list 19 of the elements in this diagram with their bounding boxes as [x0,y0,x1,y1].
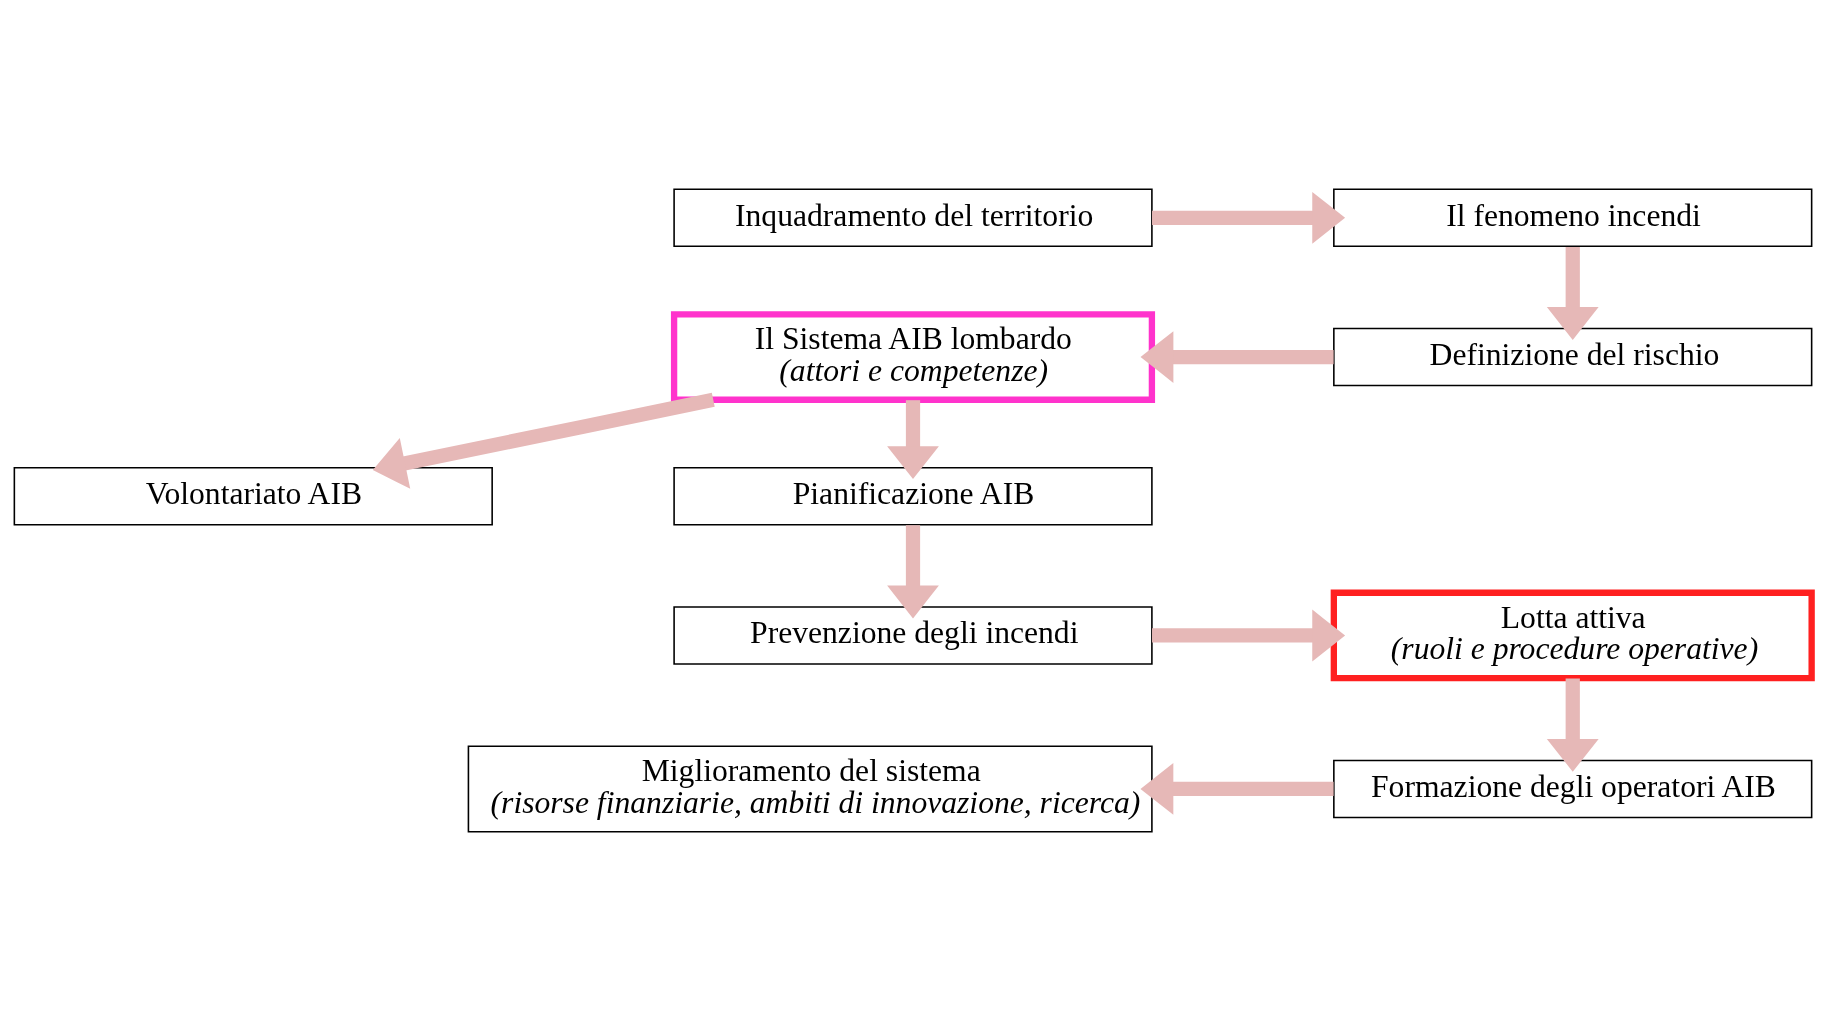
node-box: Il fenomeno incendi [1333,188,1813,248]
node-box: Pianificazione AIB [673,467,1153,526]
node-box: Il Sistema AIB lombardo (attori e competenze) [670,311,1156,403]
arrow [1140,763,1334,815]
arrow [1140,331,1334,383]
node-box: Formazione degli operatori AIB [1333,759,1813,819]
arrow [1152,191,1346,244]
arrow [1546,246,1599,340]
arrow [887,525,939,619]
node-box: Prevenzione degli incendi [673,606,1153,665]
arrow [372,392,715,489]
node-box: Inquadramento del territorio [673,188,1153,248]
node-box: Miglioramento del sistema (risorse finanziarie, ambiti di innovazione, ricerca) [467,745,1153,833]
node-box: Volontariato AIB [13,467,493,526]
arrow [887,400,939,480]
node-box: Definizione del rischio [1333,327,1813,387]
arrow [1546,678,1599,772]
node-box: Lotta attiva (ruoli e procedure operative) [1330,589,1815,682]
arrow [1152,609,1346,662]
